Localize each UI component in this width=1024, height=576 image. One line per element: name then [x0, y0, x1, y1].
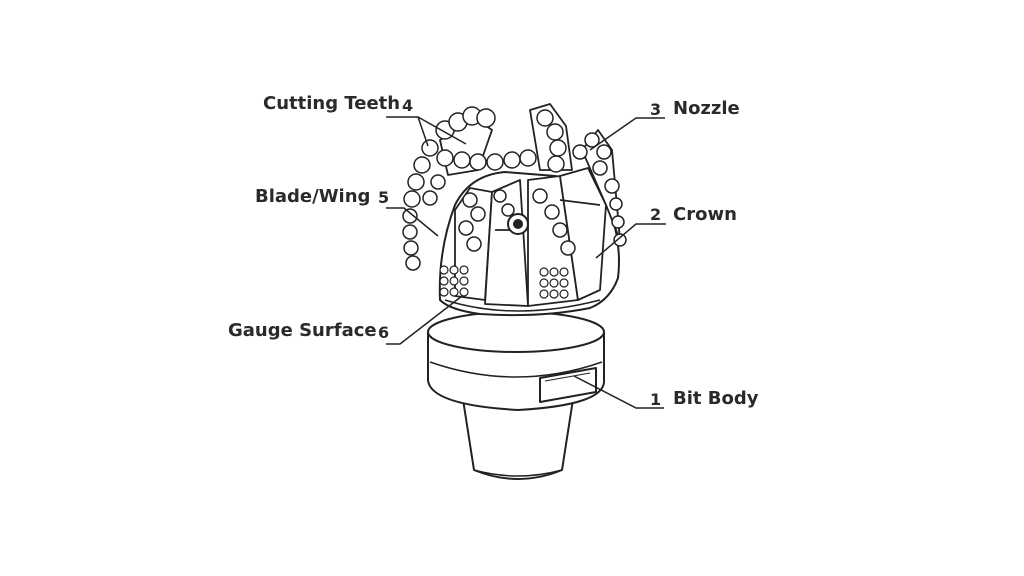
- leader-3: [589, 117, 665, 151]
- gauge-inserts: [439, 265, 569, 299]
- leader-4a: [386, 116, 429, 147]
- number-cutting-teeth: 4: [402, 96, 414, 115]
- shank: [461, 392, 575, 480]
- cutters: [402, 106, 627, 271]
- label-gauge-surface: Gauge Surface: [228, 320, 377, 341]
- label-nozzle: Nozzle: [673, 98, 740, 119]
- number-gauge-surface: 6: [378, 323, 390, 342]
- leader-6: [386, 295, 463, 345]
- leader-5: [386, 207, 439, 237]
- bit-body-shape: [427, 311, 606, 411]
- number-bit-body: 1: [650, 390, 662, 409]
- leader-lines: [386, 116, 666, 409]
- label-blade-wing: Blade/Wing: [255, 186, 371, 207]
- leader-1: [573, 375, 664, 409]
- number-nozzle: 3: [650, 100, 662, 119]
- label-crown: Crown: [673, 204, 737, 225]
- leader-2: [595, 223, 666, 259]
- number-blade-wing: 5: [378, 188, 390, 207]
- label-bit-body: Bit Body: [673, 388, 759, 409]
- nozzle-shape: [507, 213, 529, 235]
- leader-4b: [417, 116, 467, 145]
- label-cutting-teeth: Cutting Teeth: [263, 93, 401, 114]
- number-crown: 2: [650, 205, 662, 224]
